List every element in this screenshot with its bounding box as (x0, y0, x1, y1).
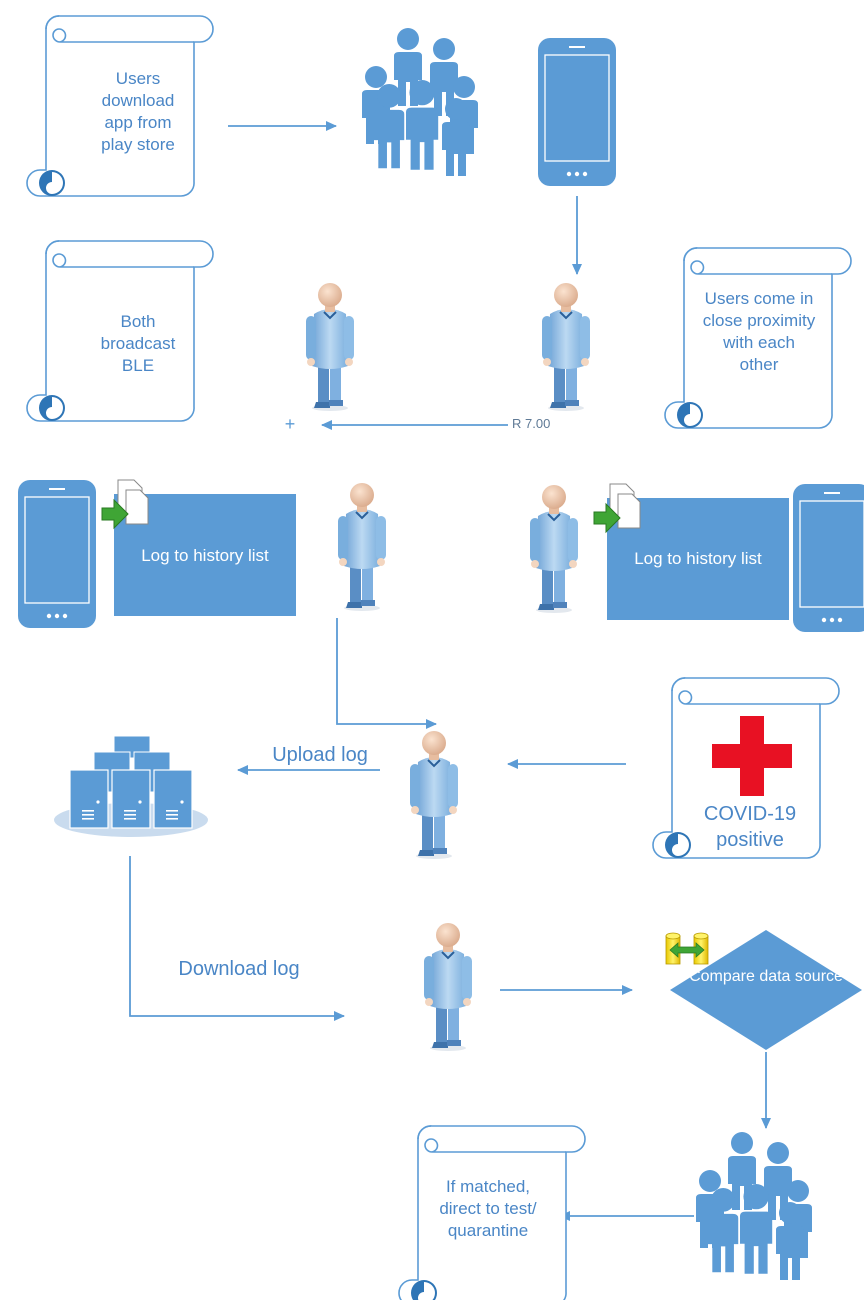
person-icon (423, 922, 473, 1052)
smartphone-icon (17, 479, 97, 629)
decision-text: Compare data source (689, 968, 843, 985)
connector-plus-label: + (284, 414, 296, 434)
users-group-icon (362, 28, 478, 176)
person-icon (337, 482, 387, 612)
download-log-label: Download log (178, 958, 300, 980)
connector-price-label: R 7.00 (512, 416, 551, 431)
arrow-person-to-center (336, 618, 437, 729)
server-cluster-icon (54, 735, 208, 837)
users-group-icon (696, 1132, 812, 1280)
decision-diamond (670, 930, 862, 1050)
person-icon (305, 282, 355, 412)
scroll-matched-text: If matched, direct to test/ quarantine (439, 1177, 537, 1241)
person-icon (529, 484, 579, 614)
scroll-proximity-text: Users come in close proximity with each … (702, 289, 816, 375)
scroll-covid-text: COVID-19 positive (703, 803, 797, 851)
log-box-right-text: Log to history list (634, 549, 762, 568)
medical-cross-icon (712, 716, 792, 796)
log-box-left-text: Log to history list (141, 546, 269, 565)
smartphone-icon (792, 483, 864, 633)
database-compare-icon (665, 932, 709, 965)
person-icon (541, 282, 591, 412)
smartphone-icon (537, 37, 617, 187)
scroll-broadcast-text: Both broadcast BLE (100, 312, 176, 376)
copy-document-icon (593, 483, 641, 534)
copy-document-icon (101, 479, 149, 530)
arrow-download-log (129, 856, 345, 1021)
person-icon (409, 730, 459, 860)
scroll-download-text: Users download app from play store (101, 69, 175, 155)
upload-log-label: Upload log (272, 744, 368, 766)
